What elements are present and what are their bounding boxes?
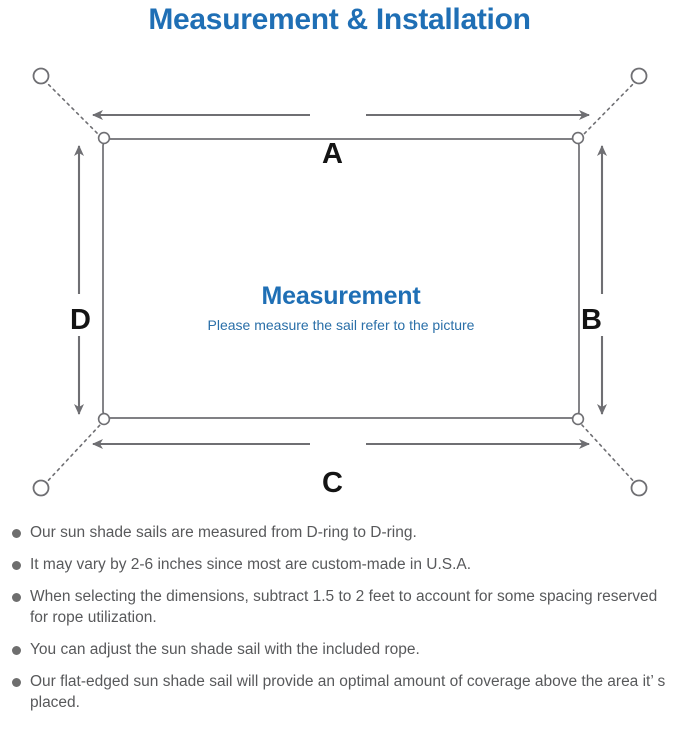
list-item-text: When selecting the dimensions, subtract … xyxy=(30,588,658,626)
list-item: Our flat-edged sun shade sail will provi… xyxy=(0,671,679,713)
rope-bottom-left xyxy=(43,424,101,486)
list-item-text: It may vary by 2-6 inches since most are… xyxy=(30,556,472,573)
rope-top-right xyxy=(581,79,638,137)
sail-center-label: Measurement Please measure the sail refe… xyxy=(103,280,579,336)
d-ring-bottom-right xyxy=(571,412,585,426)
anchor-ring-bottom-right xyxy=(630,479,648,497)
dimension-arrows xyxy=(74,110,607,449)
d-ring-top-left xyxy=(97,131,111,145)
notes-list: Our sun shade sails are measured from D-… xyxy=(0,522,679,724)
bullet-icon xyxy=(12,678,21,687)
list-item-text: Our sun shade sails are measured from D-… xyxy=(30,524,417,541)
bullet-icon xyxy=(12,529,21,538)
anchor-ring-top-left xyxy=(32,67,50,85)
rope-lines xyxy=(43,79,638,486)
anchor-ring-bottom-left xyxy=(32,479,50,497)
dimension-label-b: B xyxy=(581,304,602,336)
list-item: When selecting the dimensions, subtract … xyxy=(0,586,679,628)
sail-center-heading: Measurement xyxy=(261,282,421,310)
d-ring-bottom-left xyxy=(97,412,111,426)
page-title: Measurement & Installation xyxy=(148,3,531,36)
list-item: You can adjust the sun shade sail with t… xyxy=(0,639,679,660)
list-item-text: Our flat-edged sun shade sail will provi… xyxy=(30,673,666,711)
diagram-svg xyxy=(32,67,648,497)
sail-body xyxy=(102,138,580,419)
bullet-icon xyxy=(12,646,21,655)
anchor-ring-top-right xyxy=(630,67,648,85)
anchor-rings xyxy=(32,67,648,497)
bullet-icon xyxy=(12,593,21,602)
d-ring-top-right xyxy=(571,131,585,145)
sun-shade-sail-measurement-diagram: A B C D Measurement Please measure the s… xyxy=(0,44,679,514)
dimension-label-c: C xyxy=(322,467,343,499)
dimension-label-d: D xyxy=(70,304,91,336)
sail-center-subtext: Please measure the sail refer to the pic… xyxy=(207,317,475,333)
rope-bottom-right xyxy=(581,424,638,486)
list-item: It may vary by 2-6 inches since most are… xyxy=(0,554,679,575)
dimension-label-a: A xyxy=(322,138,343,170)
d-rings xyxy=(97,131,585,426)
bullet-icon xyxy=(12,561,21,570)
list-item: Our sun shade sails are measured from D-… xyxy=(0,522,679,543)
list-item-text: You can adjust the sun shade sail with t… xyxy=(30,641,420,658)
rope-top-left xyxy=(43,79,101,137)
